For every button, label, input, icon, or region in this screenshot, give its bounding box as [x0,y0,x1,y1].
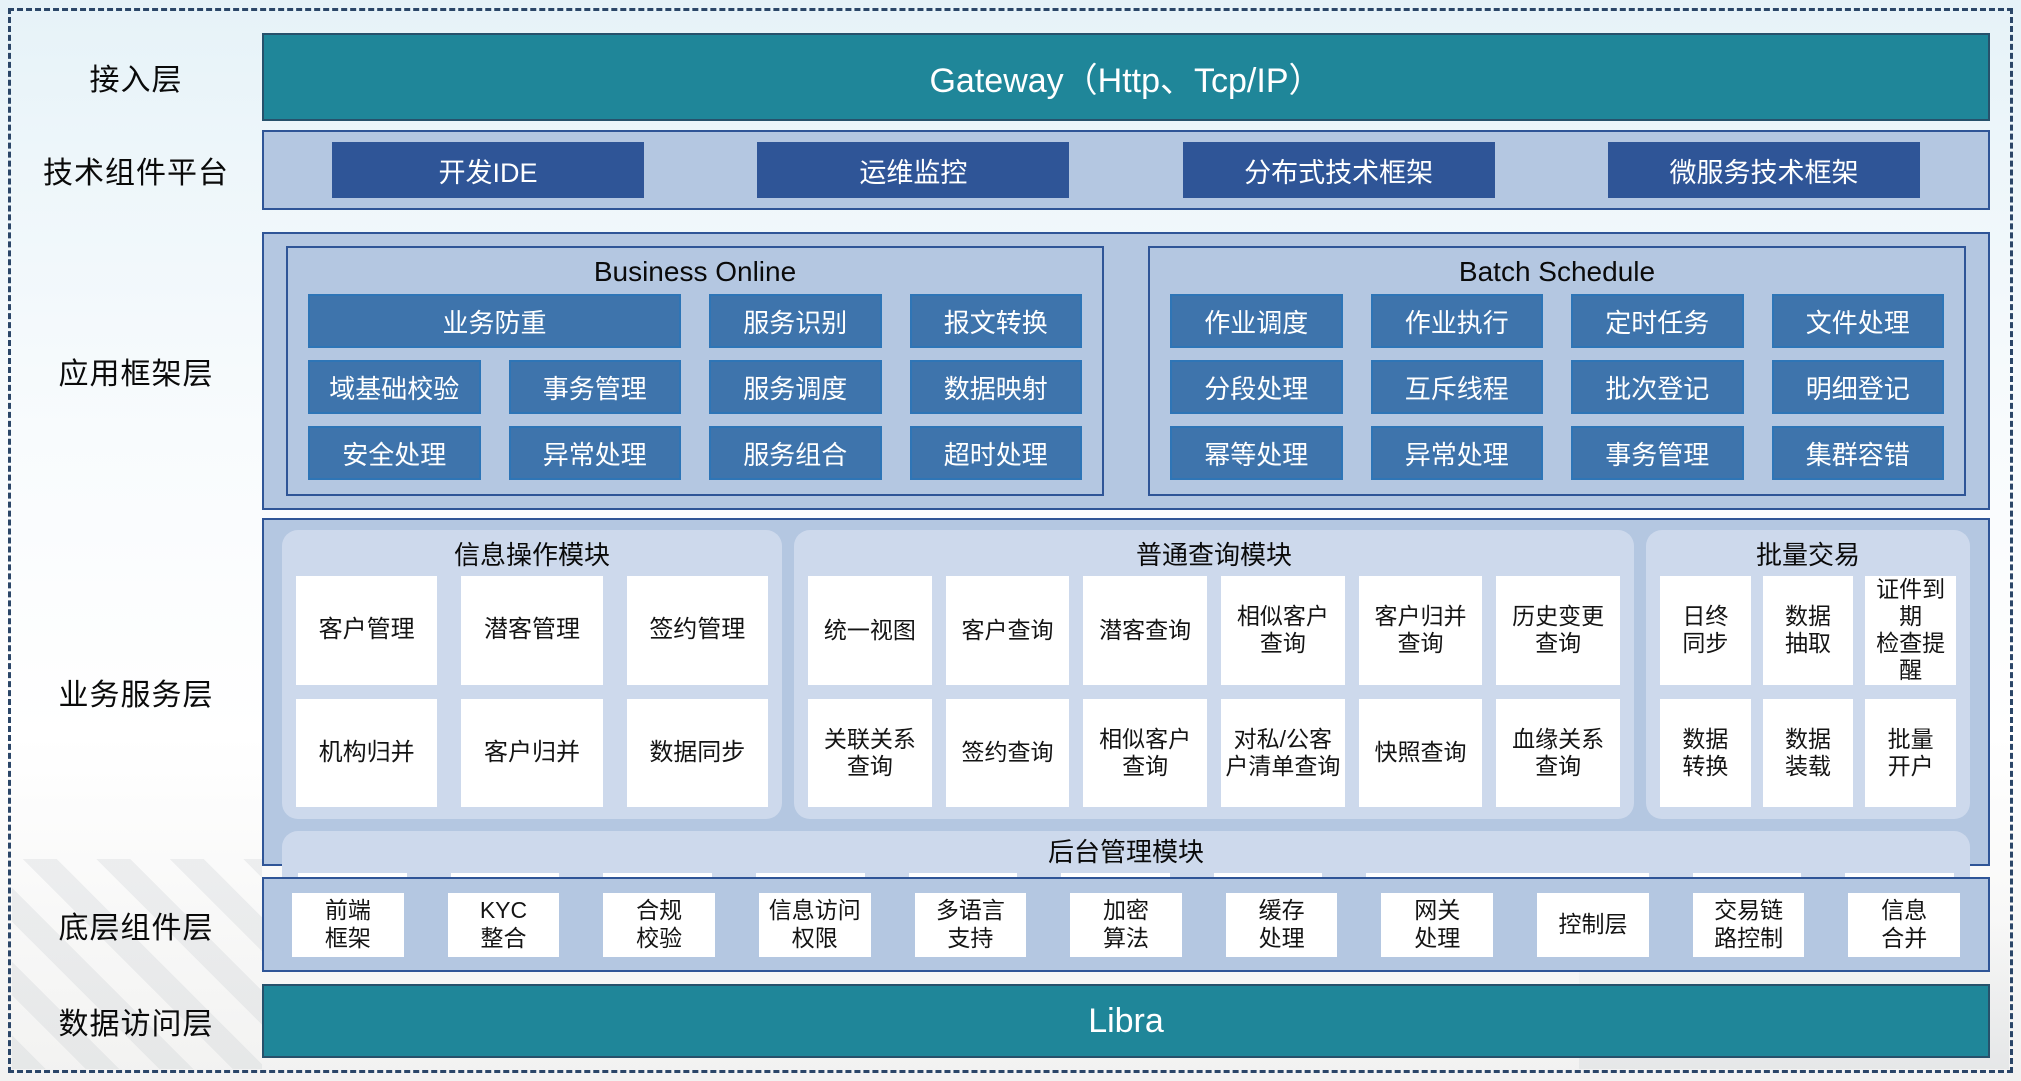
service-box: 历史变更 查询 [1496,576,1620,685]
framework-box: 报文转换 [909,294,1082,348]
framework-box: 异常处理 [508,426,681,480]
service-box: 潜客管理 [461,576,603,685]
service-box: 对私/公客 户清单查询 [1220,698,1345,807]
service-box: 证件到期 检查提醒 [1865,576,1956,685]
service-box: 数据 转换 [1660,698,1751,807]
tech-platform-box: 运维监控 [757,142,1070,198]
batch-trade-module: 批量交易 日终 同步数据 抽取证件到期 检查提醒数据 转换数据 装载批量 开户 [1646,530,1970,819]
app-framework-container: Business Online 业务防重服务识别报文转换域基础校验事务管理服务调… [262,232,1990,510]
access-layer-row: 接入层 Gateway（Http、Tcp/IP） [10,33,2011,121]
framework-box: 作业执行 [1370,294,1543,348]
component-box: 网关 处理 [1381,892,1494,957]
framework-box: 互斥线程 [1370,360,1543,414]
business-online-grid: 业务防重服务识别报文转换域基础校验事务管理服务调度数据映射安全处理异常处理服务组… [308,294,1082,480]
framework-box: 作业调度 [1170,294,1343,348]
service-box: 签约管理 [626,576,768,685]
service-box: 客户管理 [296,576,438,685]
framework-box: 超时处理 [909,426,1082,480]
service-box: 数据同步 [626,698,768,807]
component-box: 缓存 处理 [1225,892,1338,957]
batch-schedule-title: Batch Schedule [1458,256,1656,287]
business-service-modules: 信息操作模块 客户管理潜客管理签约管理机构归并客户归并数据同步 普通查询模块 统… [282,530,1970,819]
service-box: 关联关系 查询 [808,698,932,807]
component-box: 加密 算法 [1070,892,1182,957]
service-box: 潜客查询 [1083,576,1207,685]
component-box: KYC 整合 [447,892,560,957]
framework-box: 明细登记 [1771,360,1944,414]
framework-box: 服务组合 [709,426,882,480]
layer-label-business-service: 业务服务层 [58,679,214,712]
business-service-row: 业务服务层 信息操作模块 客户管理潜客管理签约管理机构归并客户归并数据同步 普通… [10,518,2011,945]
layer-label-data-access: 数据访问层 [58,1008,214,1041]
batch-trade-grid: 日终 同步数据 抽取证件到期 检查提醒数据 转换数据 装载批量 开户 [1660,576,1956,807]
framework-box: 数据映射 [909,360,1082,414]
service-box: 机构归并 [296,698,438,807]
service-box: 相似客户 查询 [1220,576,1345,685]
layer-label-app-framework: 应用框架层 [58,358,214,391]
bottom-components-container: 前端 框架 KYC 整合合规 校验信息访问 权限多语言 支持加密 算法缓存 处理网… [262,877,1990,972]
service-box: 数据 装载 [1762,698,1854,807]
framework-box: 分段处理 [1170,360,1343,414]
service-box: 统一视图 [808,576,932,685]
component-box: 交易链 路控制 [1692,892,1805,957]
tech-platform-box: 微服务技术框架 [1607,142,1920,198]
component-box: 信息访问 权限 [758,892,871,957]
framework-box: 服务识别 [709,294,882,348]
info-operation-grid: 客户管理潜客管理签约管理机构归并客户归并数据同步 [296,576,768,807]
service-box: 批量 开户 [1865,698,1956,807]
tech-platform-box: 开发IDE [332,142,644,198]
component-box: 控制层 [1537,892,1649,957]
service-box: 签约查询 [945,698,1070,807]
service-box: 日终 同步 [1660,576,1751,685]
gateway-bar: Gateway（Http、Tcp/IP） [262,33,1990,121]
component-box: 前端 框架 [292,892,404,957]
layer-label-bottom-components: 底层组件层 [58,911,214,945]
framework-box: 事务管理 [508,360,681,414]
layer-label-access: 接入层 [89,64,183,97]
service-box: 快照查询 [1358,698,1483,807]
normal-query-module: 普通查询模块 统一视图客户查询潜客查询相似客户 查询客户归并 查询历史变更 查询… [794,530,1634,819]
framework-box: 集群容错 [1771,426,1944,480]
normal-query-title: 普通查询模块 [1135,540,1292,570]
batch-trade-title: 批量交易 [1755,540,1860,570]
tech-platform-row: 技术组件平台 开发IDE 运维监控 分布式技术框架 微服务技术框架 [10,130,2011,210]
framework-box: 幂等处理 [1170,426,1343,480]
info-operation-module: 信息操作模块 客户管理潜客管理签约管理机构归并客户归并数据同步 [282,530,782,819]
business-online-panel: Business Online 业务防重服务识别报文转换域基础校验事务管理服务调… [286,246,1104,496]
service-box: 客户归并 查询 [1358,576,1483,685]
framework-box: 安全处理 [308,426,481,480]
layer-label-tech-platform: 技术组件平台 [43,157,229,190]
framework-box: 业务防重 [308,294,681,348]
info-operation-title: 信息操作模块 [453,540,610,570]
tech-platform-container: 开发IDE 运维监控 分布式技术框架 微服务技术框架 [262,130,1990,210]
framework-box: 异常处理 [1370,426,1543,480]
normal-query-grid: 统一视图客户查询潜客查询相似客户 查询客户归并 查询历史变更 查询关联关系 查询… [808,576,1620,807]
component-box: 信息 合并 [1848,892,1961,957]
app-framework-row: 应用框架层 Business Online 业务防重服务识别报文转换域基础校验事… [10,232,2011,510]
component-box: 合规 校验 [603,892,715,957]
component-box: 多语言 支持 [914,892,1027,957]
framework-box: 服务调度 [709,360,882,414]
framework-box: 文件处理 [1771,294,1944,348]
batch-schedule-panel: Batch Schedule 作业调度作业执行定时任务文件处理分段处理互斥线程批… [1148,246,1966,496]
business-service-container: 信息操作模块 客户管理潜客管理签约管理机构归并客户归并数据同步 普通查询模块 统… [262,518,1990,945]
tech-platform-box: 分布式技术框架 [1182,142,1495,198]
bottom-components-row: 底层组件层 前端 框架 KYC 整合合规 校验信息访问 权限多语言 支持加密 算法… [10,877,2011,972]
business-online-title: Business Online [593,256,797,287]
batch-schedule-grid: 作业调度作业执行定时任务文件处理分段处理互斥线程批次登记明细登记幂等处理异常处理… [1170,294,1944,480]
backend-management-title: 后台管理模块 [1047,837,1204,867]
service-box: 客户归并 [461,698,603,807]
libra-bar: Libra [262,984,1990,1058]
framework-box: 定时任务 [1571,294,1744,348]
service-box: 数据 抽取 [1762,576,1854,685]
framework-box: 事务管理 [1571,426,1744,480]
service-box: 相似客户 查询 [1083,698,1207,807]
framework-box: 批次登记 [1571,360,1744,414]
data-access-row: 数据访问层 Libra [10,984,2011,1058]
framework-box: 域基础校验 [308,360,481,414]
service-box: 血缘关系 查询 [1496,698,1620,807]
service-box: 客户查询 [945,576,1070,685]
